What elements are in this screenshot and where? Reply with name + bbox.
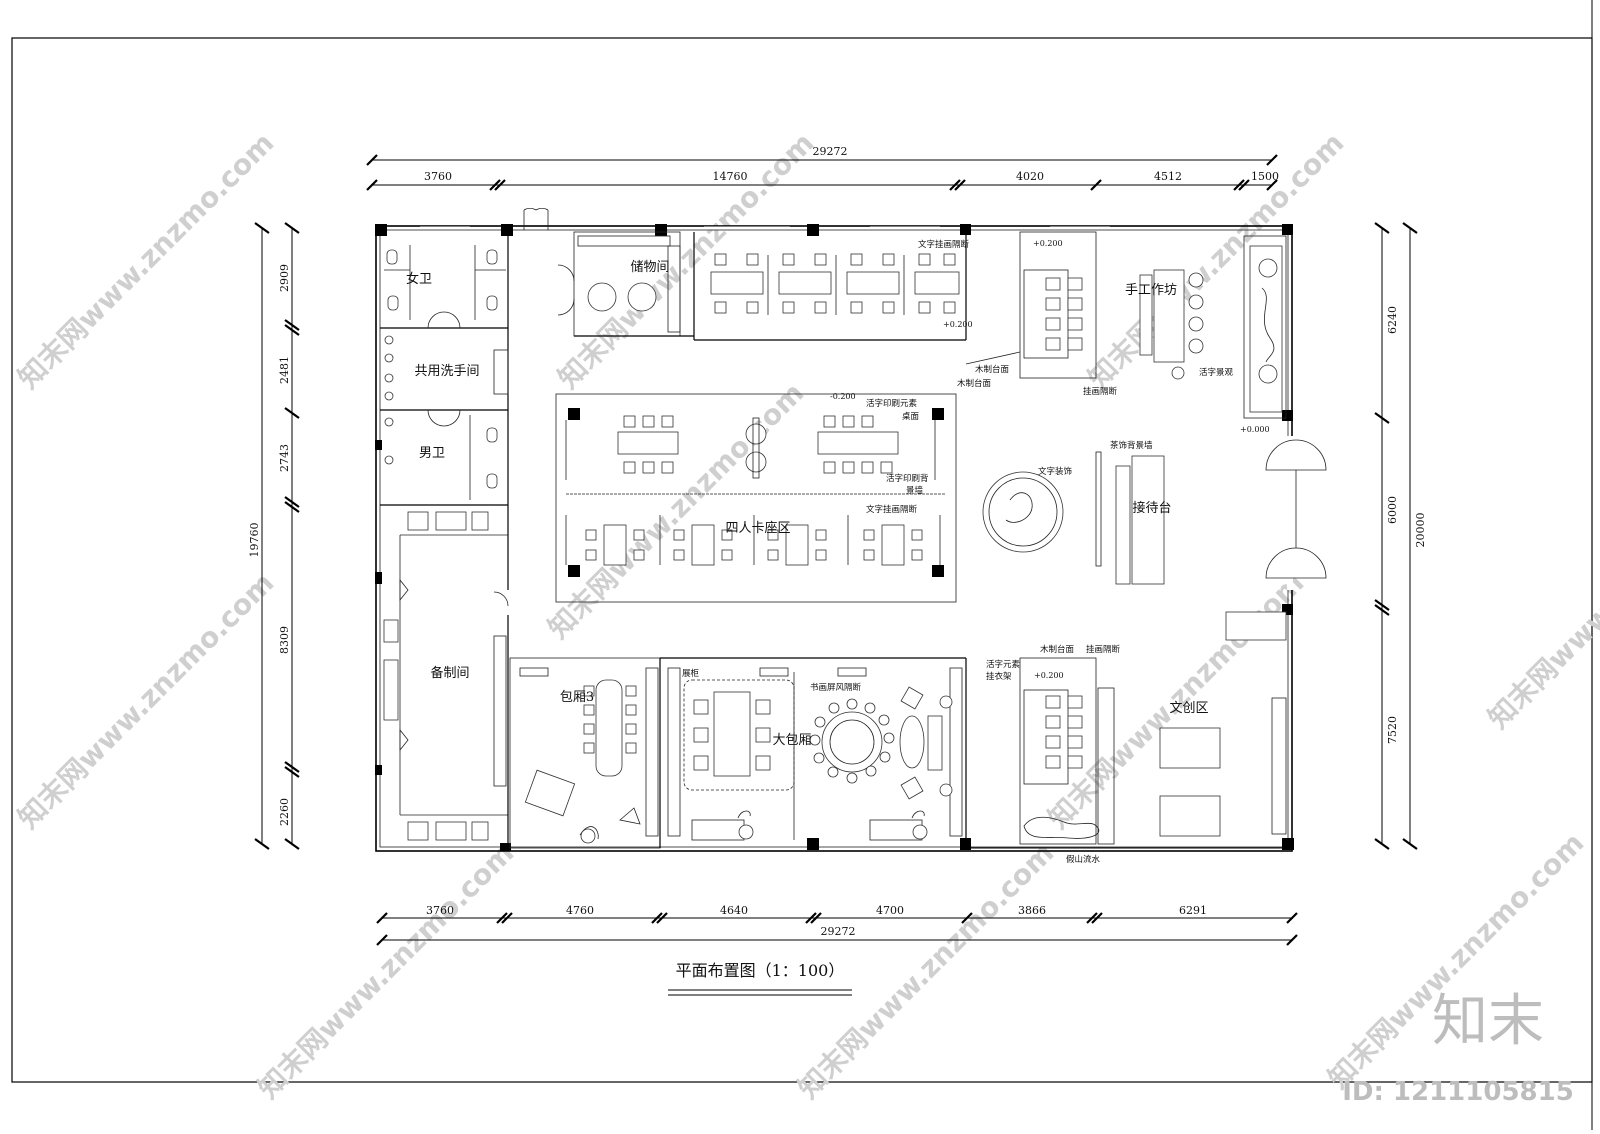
- note-wood-counter-2: 木制台面: [957, 378, 992, 389]
- top-display-zone: 文字挂画隔断 +0.200: [694, 230, 973, 341]
- structural-columns: [375, 224, 1294, 851]
- note-type-print-table-b: 桌面: [902, 411, 920, 422]
- room-label-mens-wc: 男卫: [419, 446, 445, 461]
- dim-left-1: 2909: [278, 264, 291, 292]
- dim-right-total: 20000: [1414, 513, 1427, 548]
- prep-room: 备制间: [383, 511, 509, 848]
- workshop-zone: +0.200 手工作坊 木制台面 木制台面 挂画隔断 活字景观 +0.000: [957, 231, 1287, 434]
- level-mark-4: +0.000: [1240, 425, 1270, 434]
- watermark-text: 知末网www.znzmo.com: [542, 376, 811, 645]
- dim-top-1: 3760: [424, 170, 452, 183]
- round-table-chairs: [809, 698, 895, 784]
- watermark-text: 知末网www.znzmo.com: [1482, 466, 1600, 735]
- room-label-prep: 备制间: [430, 665, 469, 681]
- note-display-cab: 展柜: [682, 668, 700, 679]
- watermark-text: 知末网www.znzmo.com: [552, 126, 821, 395]
- storage-room: 储物间: [523, 208, 695, 340]
- note-rockery: 假山流水: [1066, 854, 1101, 865]
- level-mark-2: +0.200: [1033, 239, 1063, 248]
- note-hang-partition-2: 挂画隔断: [1086, 644, 1121, 655]
- drawing-title-block: 平面布置图（1：100）: [668, 961, 852, 996]
- booth-zone: -0.200 活字印刷元素 桌面 活字印刷背 景墙 文字挂画隔断 四人卡座区: [555, 392, 957, 603]
- dim-bottom-1: 3760: [426, 904, 454, 917]
- note-type-rack-a: 活字元素: [986, 659, 1021, 670]
- reception-zone: 茶饰背景墙 文字装饰 接待台: [982, 439, 1327, 641]
- dim-left-4: 8309: [278, 626, 291, 654]
- right-dimensions: 6240 6000 7520 20000: [1374, 222, 1427, 850]
- watermark-text: 知末网www.znzmo.com: [1322, 826, 1591, 1095]
- room-label-womens-wc: 女卫: [406, 271, 432, 287]
- note-tea-wall: 茶饰背景墙: [1110, 440, 1153, 451]
- dim-right-3: 7520: [1386, 716, 1399, 744]
- note-text-partition-2: 文字挂画隔断: [866, 504, 918, 515]
- watermark-text: 知末网www.znzmo.com: [252, 836, 521, 1105]
- left-dimensions: 19760 2909 2481 2743 8309 2260: [248, 222, 300, 850]
- drawing-id-label: ID: 1211105815: [1342, 1077, 1574, 1107]
- dim-top-3: 4020: [1016, 170, 1044, 183]
- private-room-3: 包厢3 展柜: [509, 657, 700, 849]
- dim-bottom-4: 4700: [876, 904, 904, 917]
- watermark-text: 知末网www.znzmo.com: [12, 126, 281, 395]
- note-wood-counter-3: 木制台面: [1040, 644, 1075, 655]
- room-label-storage: 储物间: [630, 260, 669, 275]
- toilet-zone: 女卫 共用洗手间 男卫: [380, 230, 509, 590]
- room-label-reception: 接待台: [1132, 500, 1171, 516]
- room-label-private3: 包厢3: [560, 690, 594, 705]
- note-type-print-table-a: 活字印刷元素: [866, 398, 918, 409]
- dim-bottom-5: 3866: [1018, 904, 1046, 917]
- culture-zone: +0.200 木制台面 挂画隔断 活字元素 挂衣架 假山流水 文创区: [966, 644, 1287, 865]
- level-mark-5: +0.200: [1034, 671, 1064, 680]
- dim-top-total: 29272: [813, 145, 848, 158]
- top-dimensions: 29272 3760 14760 4020 4512 1500: [366, 145, 1279, 191]
- level-mark-1: +0.200: [943, 320, 973, 329]
- note-wood-counter-1: 木制台面: [975, 364, 1010, 375]
- dim-bottom-3: 4640: [720, 904, 748, 917]
- watermark-text: 知末网www.znzmo.com: [1082, 126, 1351, 395]
- watermark-text: 知末网www.znzmo.com: [12, 566, 281, 835]
- level-mark-3: -0.200: [830, 392, 856, 401]
- note-text-partition-1: 文字挂画隔断: [918, 239, 970, 250]
- brand-logo: 知末: [1432, 989, 1544, 1054]
- room-label-four-seat: 四人卡座区: [725, 521, 790, 536]
- dim-top-5: 1500: [1251, 170, 1279, 183]
- room-label-workshop: 手工作坊: [1125, 283, 1177, 298]
- dim-left-3: 2743: [278, 444, 291, 472]
- note-type-landscape: 活字景观: [1199, 367, 1234, 378]
- room-label-large-private: 大包厢: [772, 733, 811, 748]
- exterior-walls: [375, 225, 1293, 852]
- dim-top-4: 4512: [1154, 170, 1182, 183]
- note-type-rack-b: 挂衣架: [986, 671, 1012, 682]
- note-print-wall-b: 景墙: [906, 485, 924, 496]
- dim-right-1: 6240: [1386, 306, 1399, 334]
- dim-bottom-2: 4760: [566, 904, 594, 917]
- dim-left-total: 19760: [248, 523, 261, 558]
- note-hang-partition-1: 挂画隔断: [1083, 386, 1118, 397]
- bottom-dimensions: 3760 4760 4640 4700 3866 6291 29272: [376, 904, 1298, 946]
- dim-left-2: 2481: [278, 356, 291, 384]
- dim-top-2: 14760: [713, 170, 748, 183]
- room-label-shared-wash: 共用洗手间: [414, 364, 479, 379]
- large-private-room: 大包厢 书画屏风隔断: [519, 657, 967, 848]
- drawing-title: 平面布置图（1：100）: [676, 961, 845, 980]
- dim-left-5: 2260: [278, 798, 291, 826]
- note-print-wall-a: 活字印刷背: [886, 473, 929, 484]
- note-text-deco: 文字装饰: [1038, 466, 1073, 477]
- room-label-culture: 文创区: [1169, 701, 1208, 716]
- dim-bottom-6: 6291: [1179, 904, 1207, 917]
- note-screen: 书画屏风隔断: [810, 682, 862, 693]
- dim-right-2: 6000: [1386, 496, 1399, 524]
- dim-bottom-total: 29272: [821, 925, 856, 938]
